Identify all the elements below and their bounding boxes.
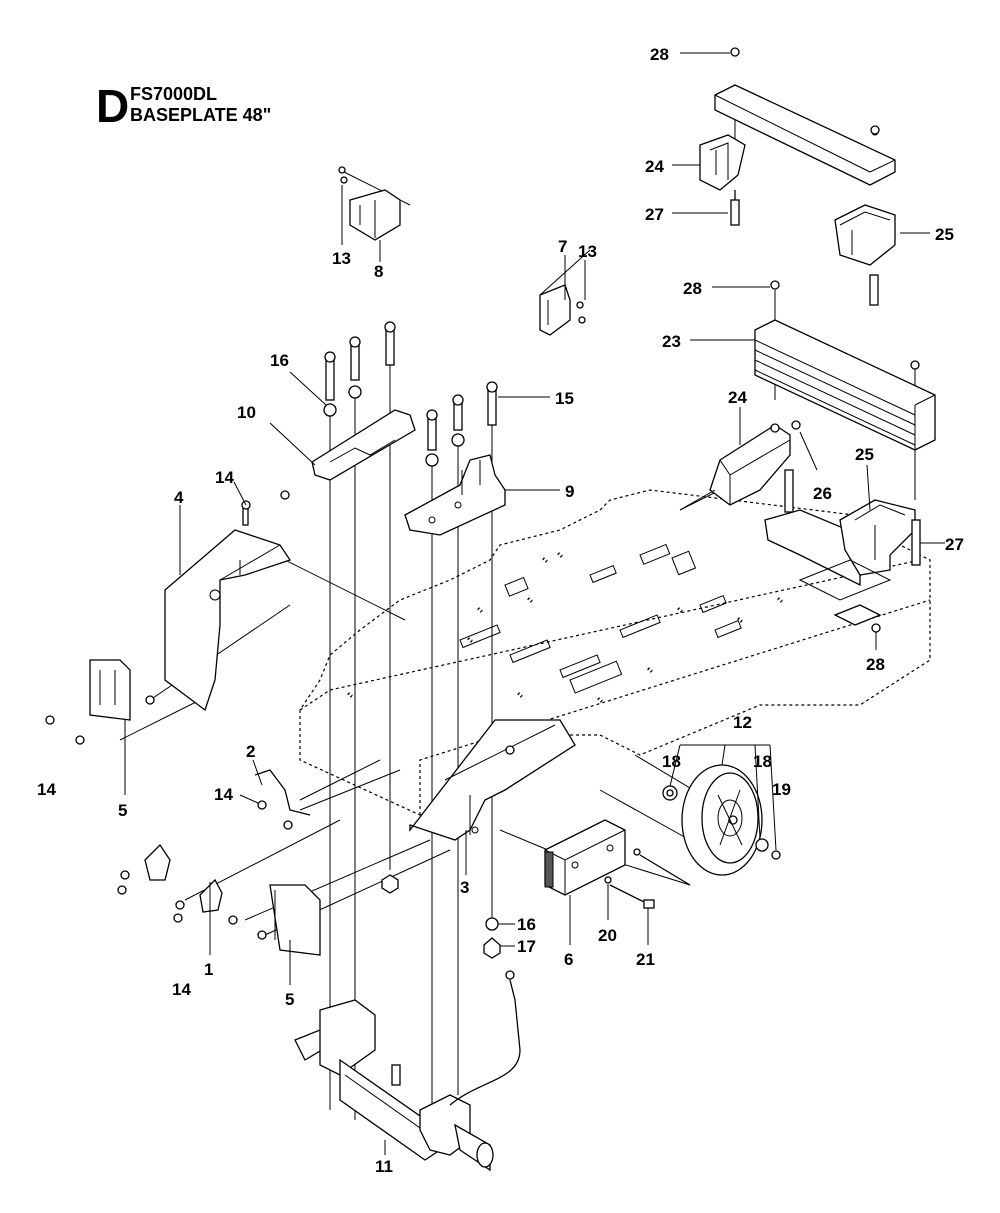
callout-24: 24 xyxy=(728,388,747,407)
callout-8: 8 xyxy=(374,262,383,281)
callout-5: 5 xyxy=(118,801,127,820)
callout-28: 28 xyxy=(866,655,885,674)
callout-23: 23 xyxy=(662,332,681,351)
callout-27: 27 xyxy=(645,205,664,224)
callout-16: 16 xyxy=(270,351,289,370)
callout-19: 19 xyxy=(772,780,791,799)
bracket-5-left xyxy=(45,659,155,745)
callout-28: 28 xyxy=(650,45,669,64)
bracket-8 xyxy=(338,166,401,241)
model-name: FS7000DL xyxy=(130,84,217,104)
callout-12: 12 xyxy=(733,713,752,732)
axle-11 xyxy=(294,970,521,1172)
bracket-9 xyxy=(404,454,506,536)
callout-26: 26 xyxy=(813,484,832,503)
clip-1 xyxy=(117,843,223,923)
assembly-guide-lines xyxy=(119,100,916,1120)
callout-9: 9 xyxy=(565,482,574,501)
section-letter: D xyxy=(96,80,129,132)
callout-15: 15 xyxy=(555,389,574,408)
leader-lines xyxy=(124,52,945,1155)
callout-14: 14 xyxy=(172,980,191,999)
callout-11: 11 xyxy=(375,1157,393,1176)
block-stack-23 xyxy=(754,280,936,451)
assembly-name: BASEPLATE 48" xyxy=(130,105,271,125)
bracket-5-low xyxy=(228,884,321,956)
callout-7: 7 xyxy=(558,237,567,256)
bolt-set-top xyxy=(323,321,498,467)
bolts-20-21 xyxy=(604,848,691,909)
wire-harness-2 xyxy=(254,769,311,830)
callout-14: 14 xyxy=(214,785,233,804)
upper-bracket-assembly xyxy=(699,47,896,306)
callout-1: 1 xyxy=(204,960,213,979)
callout-4: 4 xyxy=(174,488,184,507)
callout-17: 17 xyxy=(517,937,536,956)
callout-28: 28 xyxy=(683,279,702,298)
callout-6: 6 xyxy=(564,950,573,969)
box-6 xyxy=(544,819,626,896)
callout-10: 10 xyxy=(237,403,256,422)
callout-5: 5 xyxy=(285,990,294,1009)
callout-16: 16 xyxy=(517,915,536,934)
bracket-4 xyxy=(164,490,292,712)
mid-bracket-assembly xyxy=(679,420,921,633)
callout-13: 13 xyxy=(332,249,351,268)
fastener-16-17 xyxy=(381,874,501,959)
callout-20: 20 xyxy=(598,926,617,945)
callout-2: 2 xyxy=(246,742,255,761)
callout-3: 3 xyxy=(460,878,469,897)
wheel-12 xyxy=(662,764,781,876)
callout-27: 27 xyxy=(945,535,964,554)
callout-24: 24 xyxy=(645,157,664,176)
callout-18: 18 xyxy=(662,752,681,771)
callout-14: 14 xyxy=(215,468,234,487)
callout-18: 18 xyxy=(753,752,772,771)
plate-10 xyxy=(311,409,416,481)
callout-21: 21 xyxy=(636,950,655,969)
callout-25: 25 xyxy=(935,225,954,244)
callout-25: 25 xyxy=(855,445,874,464)
callout-14: 14 xyxy=(37,780,56,799)
callout-labels: 28 24 27 25 28 23 24 26 25 27 28 13 8 7 … xyxy=(37,45,964,1176)
diagram-header: D FS7000DL BASEPLATE 48" xyxy=(96,80,271,132)
bracket-7 xyxy=(539,284,586,336)
callout-13: 13 xyxy=(578,242,597,261)
bracket-3 xyxy=(409,719,576,841)
